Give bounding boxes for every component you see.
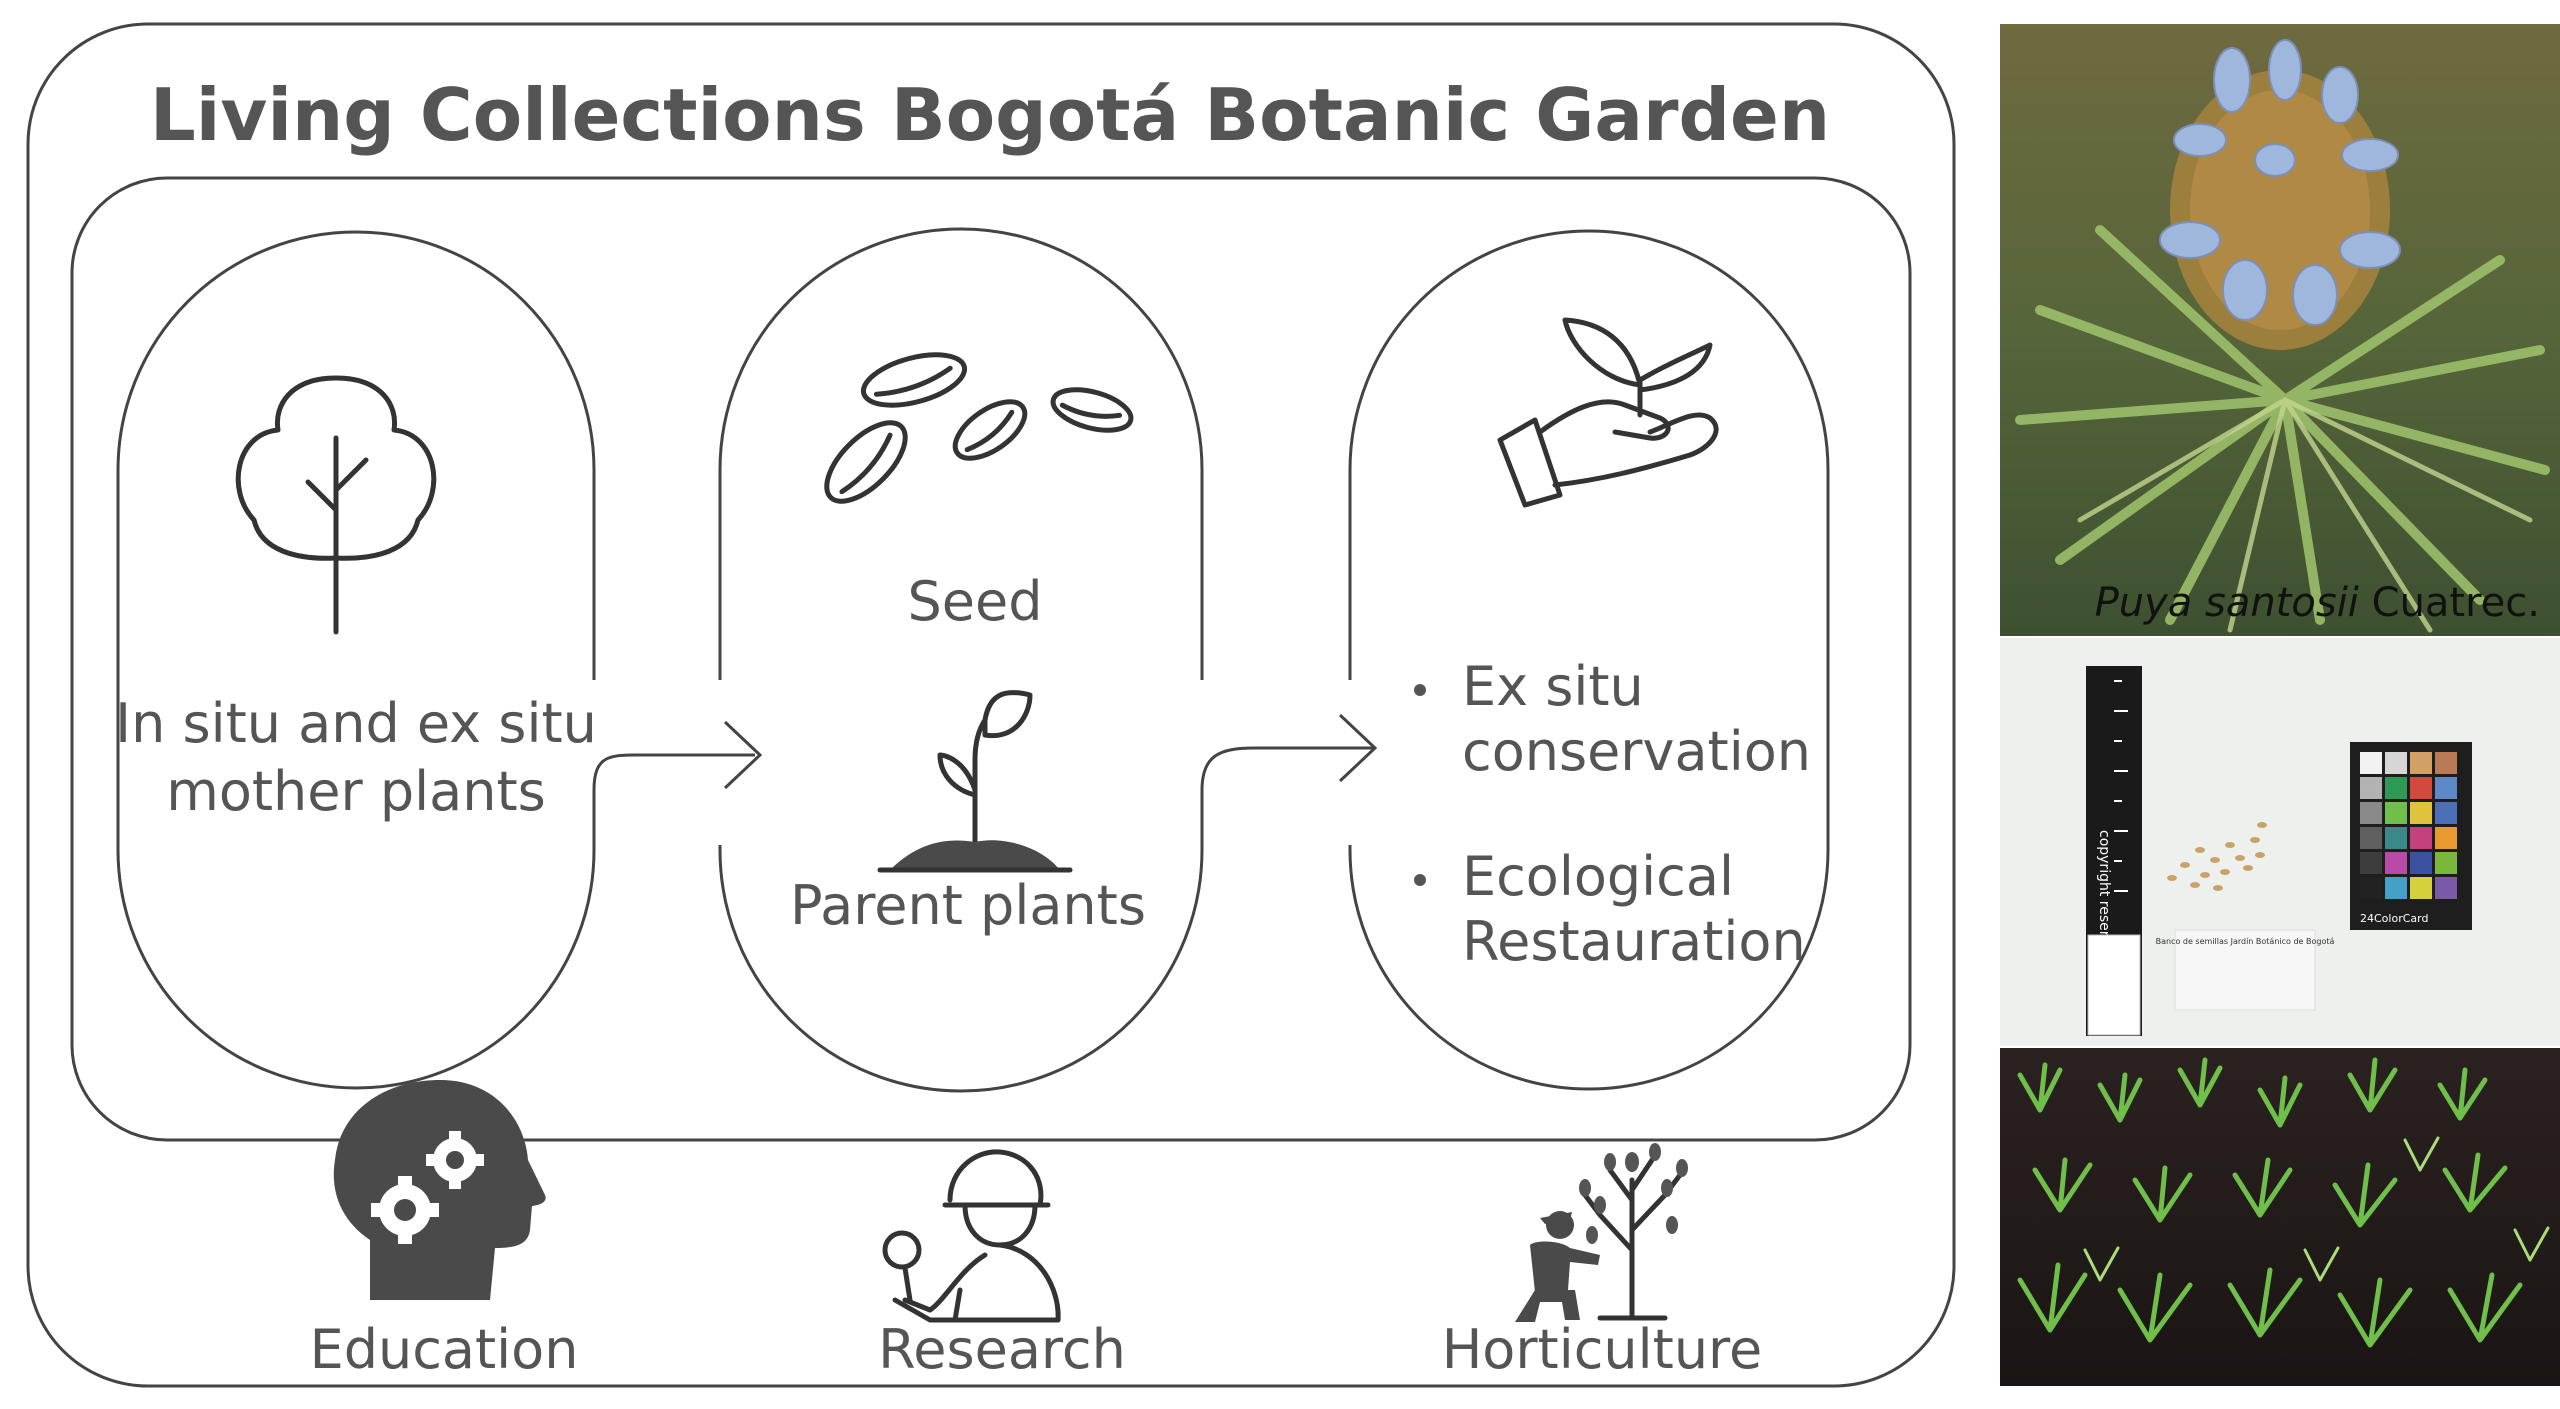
parent-plants-label: Parent plants [790, 874, 1146, 937]
sprout-icon [877, 690, 1073, 873]
color-card-swatches [2360, 752, 2457, 899]
seed-capsule [718, 227, 1375, 1093]
color-card-label: 24ColorCard [2360, 912, 2428, 925]
education-label: Education [310, 1318, 579, 1381]
photo-seed-bank: copyright reserved Banco de semillas Jar… [2000, 638, 2560, 1046]
head-gears-icon [333, 1080, 546, 1300]
bullet-ex-situ: Ex situ conservation [1414, 655, 1811, 783]
seed-label: Seed [908, 570, 1043, 633]
bullet-ecological-line2: Restauration [1462, 910, 1806, 973]
conservation-capsule [1348, 229, 1830, 1091]
hand-plant-icon [1497, 317, 1719, 508]
inner-frame [70, 176, 1912, 1142]
seed-card-title: Banco de semillas Jardín Botánico de Bog… [2156, 937, 2335, 946]
photo-seedlings [2000, 1048, 2560, 1386]
bullet-ex-situ-line2: conservation [1462, 720, 1811, 783]
mother-plants-label-line2: mother plants [166, 760, 546, 823]
arrow-to-conservation [1338, 713, 1378, 783]
mother-plants-label-line1: In situ and ex situ [115, 692, 597, 755]
diagram-title: Living Collections Bogotá Botanic Garden [150, 73, 1830, 157]
seeds-icon [824, 352, 1134, 504]
arrow-to-seed [723, 720, 763, 790]
horticulture-label: Horticulture [1442, 1318, 1763, 1381]
photo-puya-santosii: Puya santosii Cuatrec. [2000, 24, 2560, 636]
researcher-icon [882, 1149, 1061, 1323]
gardener-tree-icon [1515, 1143, 1688, 1322]
research-label: Research [878, 1318, 1126, 1381]
ruler-text: copyright reserved [2096, 830, 2112, 962]
bullet-ecological: Ecological Restauration [1414, 845, 1806, 973]
bullet-ex-situ-line1: Ex situ [1462, 655, 1644, 718]
tree-icon [235, 375, 437, 635]
bullet-ecological-line1: Ecological [1462, 845, 1734, 908]
puya-caption: Puya santosii Cuatrec. [2095, 580, 2540, 626]
mother-plants-capsule [116, 230, 755, 1090]
outer-frame [26, 22, 1956, 1388]
